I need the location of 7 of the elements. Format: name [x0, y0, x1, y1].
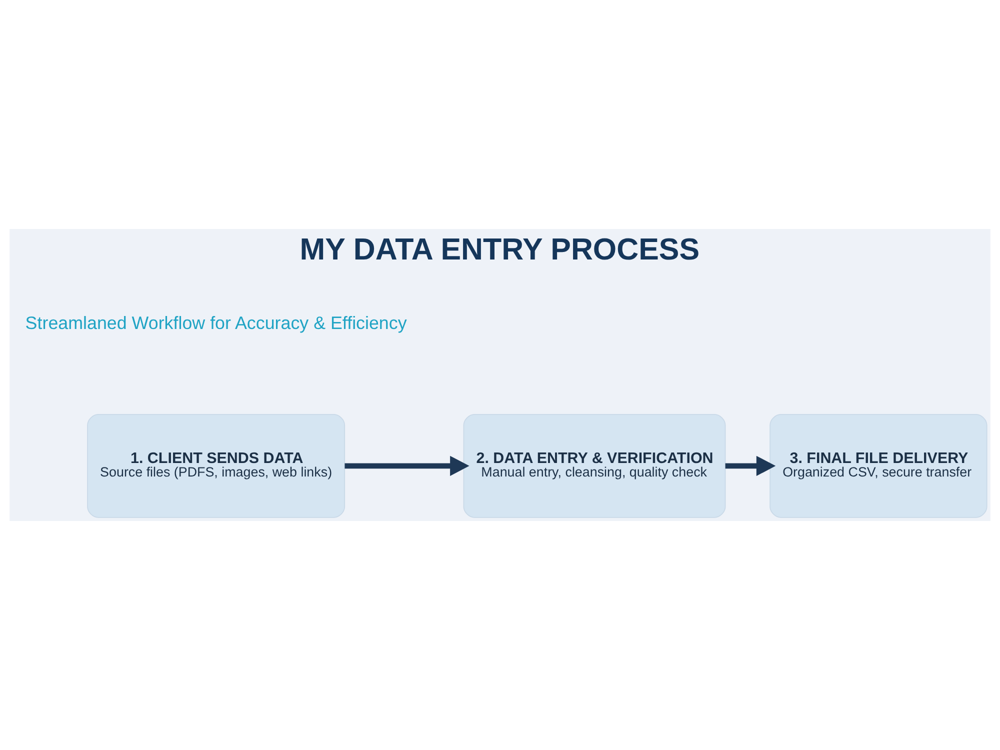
arrow	[725, 456, 776, 476]
node-box: 1. CLIENT SENDS DATA Source files (PDFS, images, web links)	[87, 414, 346, 518]
node-box: 3. FINAL FILE DELIVERY Organized CSV, secure transfer	[770, 414, 988, 518]
label: Streamlaned Workflow for Accuracy & Efficiency	[25, 312, 407, 333]
arrow	[344, 456, 470, 476]
node-box: 2. DATA ENTRY & VERIFICATION Manual entry, cleansing, quality check	[463, 414, 726, 518]
diagram-title: MY DATA ENTRY PROCESS	[300, 232, 700, 267]
